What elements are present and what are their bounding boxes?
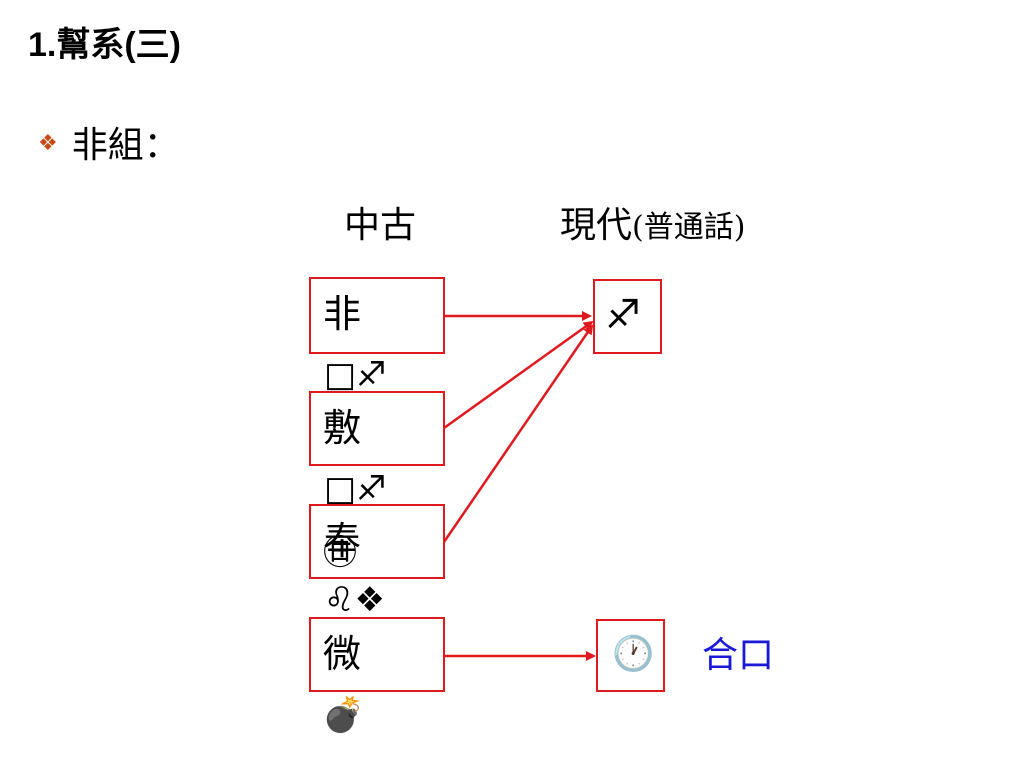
overlay-glyph: ㊐ [323,533,357,573]
bullet-item: ❖ 非組： [38,128,180,164]
page-title: 1.幫系(三) [28,28,181,62]
title-number: 1. [28,26,57,64]
source-char-fu: 敷 [323,406,362,450]
arrow-fu [443,320,594,430]
note-hekou: 合口 [702,635,775,676]
header-modern-label: 現代 [560,205,633,246]
source-box-wei: 微 [309,617,445,692]
title-text: 幫系(三) [56,26,182,64]
source-box-fei: 非 [309,277,445,354]
sagittarius-icon: ♐ [605,292,641,338]
source-char-wei: 微 [323,632,362,676]
header-middle-chinese: 中古 [344,205,417,246]
source-char-feng: 奉 [323,519,362,563]
source-sub-feng: ♌❖ [324,580,385,620]
bomb-icon: 💣 [322,695,365,735]
arrow-feng [442,324,594,543]
bullet-text: 非組： [71,125,180,166]
source-sub-fu: □♐ [324,469,387,509]
header-modern-note: (普通話) [632,210,746,245]
target-box-w: 🕐 [596,619,665,692]
diamond-bullet-icon: ❖ [38,131,58,156]
source-box-feng: 奉 ㊐ [309,504,445,579]
target-box-f: ♐ [593,279,662,354]
source-sub-fei: □♐ [324,355,387,395]
clock-icon: 🕐 [612,634,655,674]
source-char-fei: 非 [323,292,362,336]
source-box-fu: 敷 [309,391,445,466]
header-modern: 現代(普通話) [560,208,745,244]
